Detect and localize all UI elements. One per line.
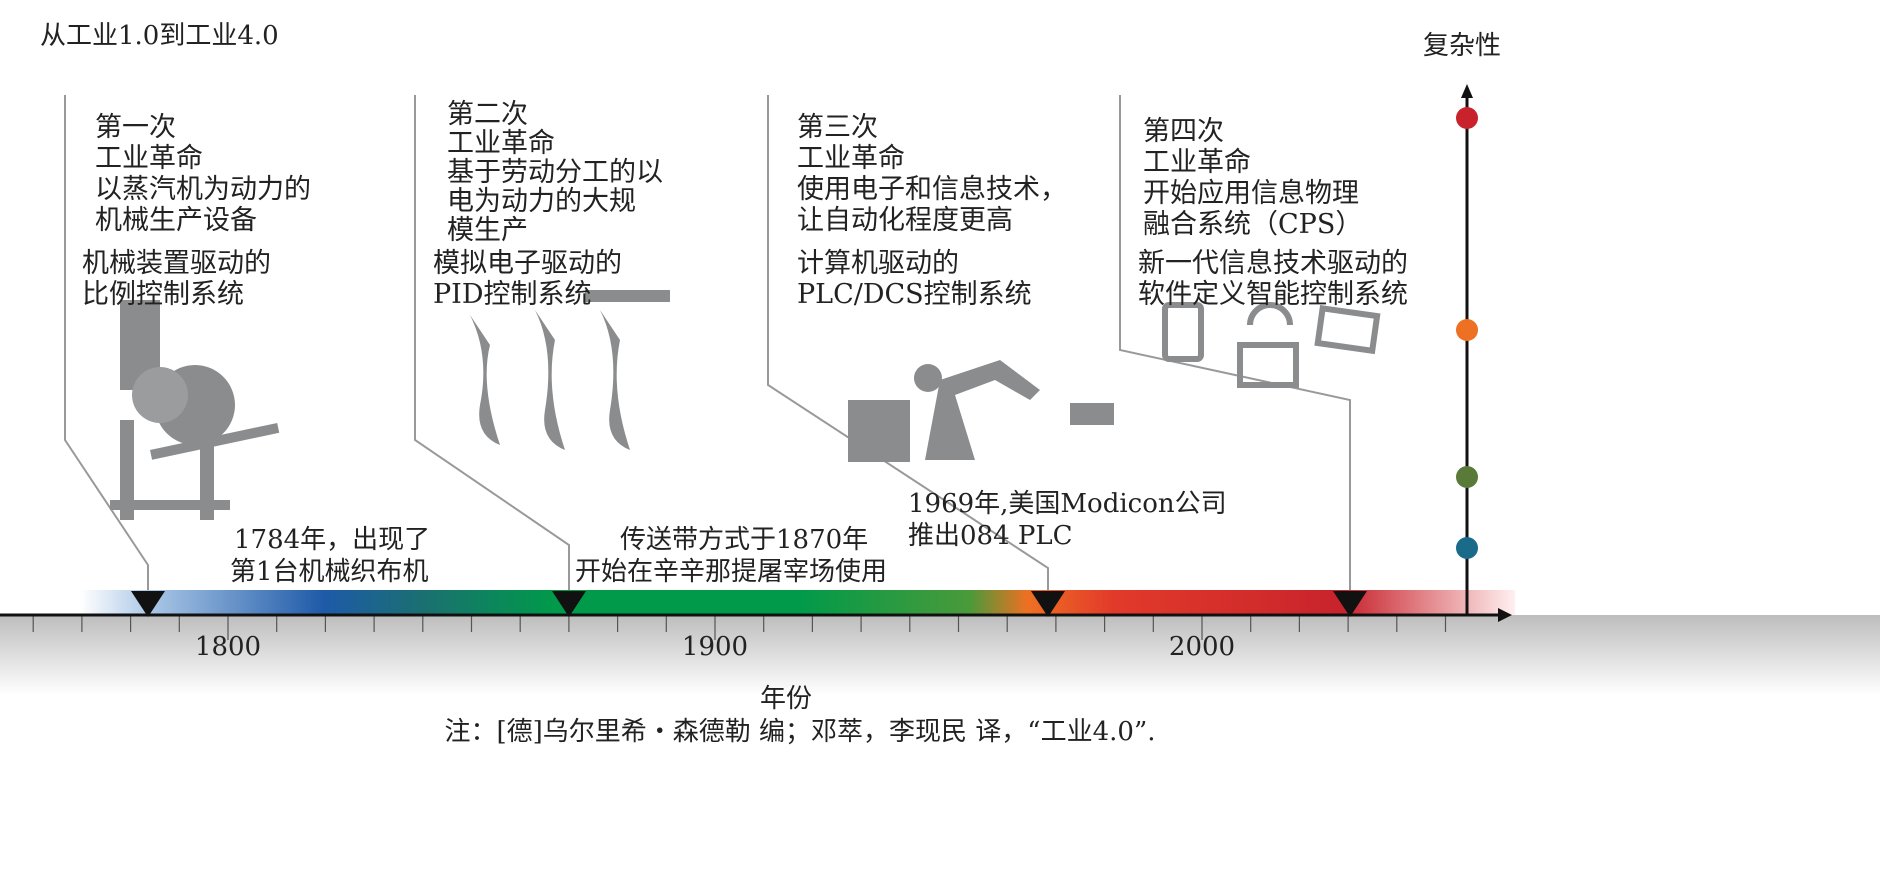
guide-line-1 <box>64 95 149 590</box>
rev2-line: 电为动力的大规 <box>447 186 636 217</box>
rev2-line: 第二次 <box>447 99 528 130</box>
rev3-line: 使用电子和信息技术， <box>797 174 1067 205</box>
rev4-line: 工业革命 <box>1143 147 1251 178</box>
event-line: 1784年，出现了 <box>234 525 431 555</box>
rev1-line: 工业革命 <box>95 143 203 174</box>
control4-line: 新一代信息技术驱动的 <box>1138 248 1408 279</box>
revolution-4: 第四次 工业革命 开始应用信息物理 融合系统（CPS） <box>1143 116 1362 240</box>
rev4-line: 融合系统（CPS） <box>1143 209 1363 240</box>
minor-ticks <box>32 615 1447 640</box>
time-axis-arrow <box>1498 608 1512 622</box>
guide-line-3 <box>767 95 1049 590</box>
complexity-dot-industry2 <box>1456 466 1478 488</box>
revolution-1: 第一次 工业革命 以蒸汽机为动力的 机械生产设备 <box>95 112 311 236</box>
era-gradient-bar <box>80 590 1515 615</box>
control-2: 模拟电子驱动的 PID控制系统 <box>433 248 622 310</box>
control-4: 新一代信息技术驱动的 软件定义智能控制系统 <box>1138 248 1408 310</box>
rev3-line: 工业革命 <box>797 143 905 174</box>
x-axis-label: 年份 <box>760 684 813 714</box>
rev4-line: 开始应用信息物理 <box>1143 178 1359 209</box>
event-line: 传送带方式于1870年 <box>620 525 869 555</box>
rev2-line: 基于劳动分工的以 <box>447 157 663 188</box>
marker-1870 <box>552 591 586 617</box>
complexity-label: 复杂性 <box>1423 31 1502 61</box>
marker-1784 <box>131 591 165 617</box>
control3-line: PLC/DCS控制系统 <box>797 279 1032 310</box>
complexity-dot-industry3 <box>1456 319 1478 341</box>
control4-line: 软件定义智能控制系统 <box>1138 279 1408 310</box>
axis-shade <box>0 615 1880 695</box>
tick-label-2000: 2000 <box>1168 632 1236 662</box>
control2-line: 模拟电子驱动的 <box>433 248 622 279</box>
control1-line: 比例控制系统 <box>82 279 244 310</box>
tick-label-1800: 1800 <box>194 632 262 662</box>
event-line: 第1台机械织布机 <box>230 557 429 587</box>
rev1-line: 机械生产设备 <box>95 205 257 236</box>
event-line: 开始在辛辛那提屠宰场使用 <box>575 557 888 587</box>
rev3-line: 让自动化程度更高 <box>797 205 1013 236</box>
event-line: 推出084 PLC <box>908 521 1073 551</box>
revolution-2: 第二次 工业革命 基于劳动分工的以 电为动力的大规 模生产 <box>447 100 663 245</box>
event-1870: 传送带方式于1870年 开始在辛辛那提屠宰场使用 <box>575 524 887 588</box>
complexity-dot-industry4 <box>1456 107 1478 129</box>
conveyor-illustration <box>470 290 670 450</box>
rev2-line: 模生产 <box>447 215 528 246</box>
event-line: 1969年,美国Modicon公司 <box>908 489 1227 519</box>
complexity-arrow <box>1461 84 1473 98</box>
loom-illustration <box>110 300 280 520</box>
tick-label-1900: 1900 <box>681 632 749 662</box>
control-3: 计算机驱动的 PLC/DCS控制系统 <box>797 248 1032 310</box>
guide-line-4 <box>1119 95 1351 590</box>
rev1-line: 以蒸汽机为动力的 <box>95 174 311 205</box>
event-1784: 1784年，出现了 第1台机械织布机 <box>230 524 430 588</box>
milestone-markers <box>131 591 1367 617</box>
revolution-3: 第三次 工业革命 使用电子和信息技术， 让自动化程度更高 <box>797 112 1067 236</box>
rev3-line: 第三次 <box>797 112 878 143</box>
marker-industry4 <box>1333 591 1367 617</box>
devices-illustration <box>1162 302 1381 388</box>
control3-line: 计算机驱动的 <box>797 248 959 279</box>
rev1-line: 第一次 <box>95 112 176 143</box>
control-1: 机械装置驱动的 比例控制系统 <box>82 248 271 310</box>
diagram-title: 从工业1.0到工业4.0 <box>40 21 279 51</box>
rev4-line: 第四次 <box>1143 116 1224 147</box>
marker-1969 <box>1031 591 1065 617</box>
rev2-line: 工业革命 <box>447 128 555 159</box>
event-1969: 1969年,美国Modicon公司 推出084 PLC <box>908 488 1227 552</box>
guide-line-2 <box>414 95 570 590</box>
control2-line: PID控制系统 <box>433 279 592 310</box>
complexity-dot-industry1 <box>1456 537 1478 559</box>
robot-arm-illustration <box>848 360 1114 462</box>
source-note: 注：[德]乌尔里希・森德勒 编；邓萃，李现民 译，“工业4.0”. <box>444 717 1156 747</box>
control1-line: 机械装置驱动的 <box>82 248 271 279</box>
guide-lines <box>64 95 1351 590</box>
